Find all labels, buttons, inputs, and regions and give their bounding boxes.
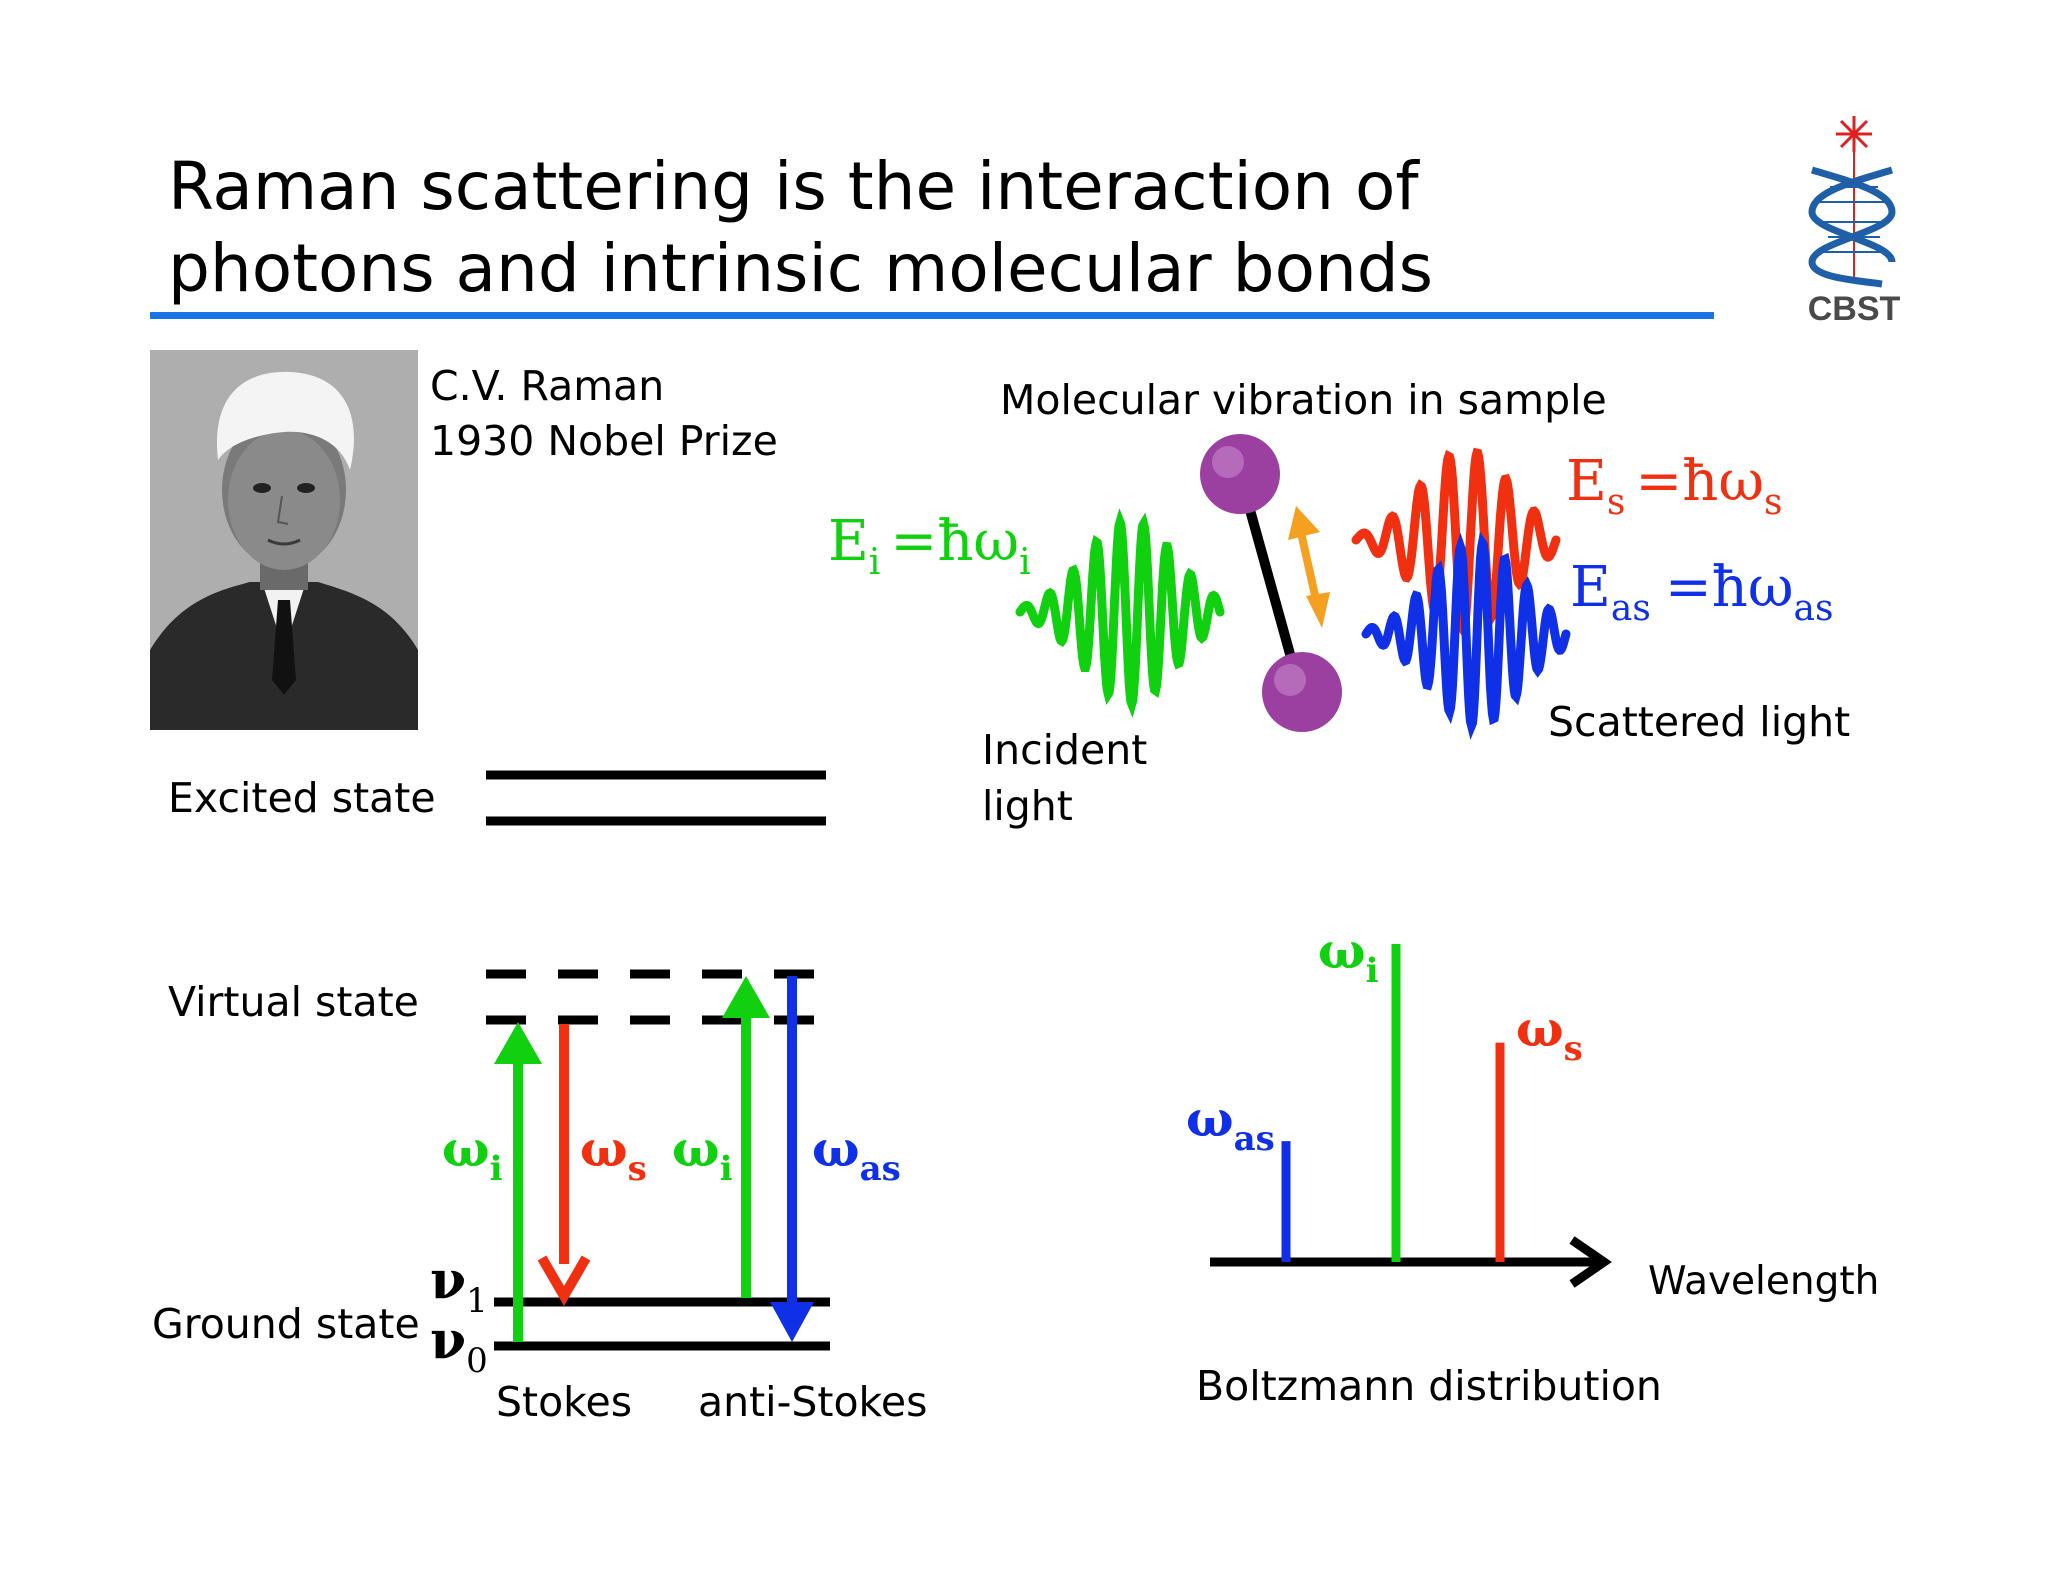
incident-light-label-line2: light [982,782,1073,830]
raman-portrait [150,350,418,730]
vibration-arrow [1288,506,1330,628]
antistokes-omega-as-label: ωas [812,1119,901,1189]
incident-energy-equation: Ei=ħωi [828,509,1031,583]
slide-title-line2: photons and intrinsic molecular bonds [168,230,1434,307]
spectrum-chart: ωas ωi ωs [1186,921,1612,1288]
stokes-incident-arrow [494,1022,542,1342]
atom-bottom [1262,652,1342,732]
antistokes-incident-arrow [722,976,770,1298]
incident-wave [1015,508,1225,718]
spectrum-omega-i-label: ωi [1318,921,1379,991]
spectrum-omega-as-label: ωas [1186,1089,1275,1159]
slide-title: Raman scattering is the interaction of p… [168,146,1433,310]
antistokes-energy-equation: Eas=ħωas [1570,555,1833,629]
slide-title-line1: Raman scattering is the interaction of [168,148,1419,225]
portrait-name: C.V. Raman [430,362,665,410]
title-underline [150,312,1714,319]
scattered-light-label: Scattered light [1548,698,1851,746]
antistokes-wave [1361,531,1571,740]
atom-top [1200,434,1280,514]
anti-stokes-label: anti-Stokes [698,1378,928,1426]
nu0-label: ν0 [430,1310,488,1381]
incident-light-label-line1: Incident [982,726,1148,774]
virtual-state-label: Virtual state [168,978,419,1026]
stokes-omega-i-label: ωi [442,1119,503,1189]
antistokes-scattered-arrow [770,976,814,1342]
wavelength-axis-label: Wavelength [1648,1259,1880,1304]
stokes-scattered-arrow [537,1024,591,1306]
nu1-label: ν1 [430,1250,488,1321]
stokes-wave [1351,447,1561,640]
ground-state-label: Ground state [152,1300,420,1348]
stokes-energy-equation: Es=ħωs [1566,449,1783,523]
spectrum-axis-arrowhead [1569,1236,1612,1288]
excited-state-label: Excited state [168,774,436,822]
dna-laser-logo-icon: CBST [1808,116,1901,324]
molecule-heading: Molecular vibration in sample [1000,376,1607,424]
stokes-omega-s-label: ωs [580,1119,647,1189]
spectrum-omega-s-label: ωs [1516,999,1583,1069]
boltzmann-caption: Boltzmann distribution [1196,1362,1662,1410]
antistokes-omega-i-label: ωi [672,1119,733,1189]
stokes-label: Stokes [496,1378,633,1426]
portrait-caption: 1930 Nobel Prize [430,417,778,465]
logo-text: CBST [1808,290,1901,324]
